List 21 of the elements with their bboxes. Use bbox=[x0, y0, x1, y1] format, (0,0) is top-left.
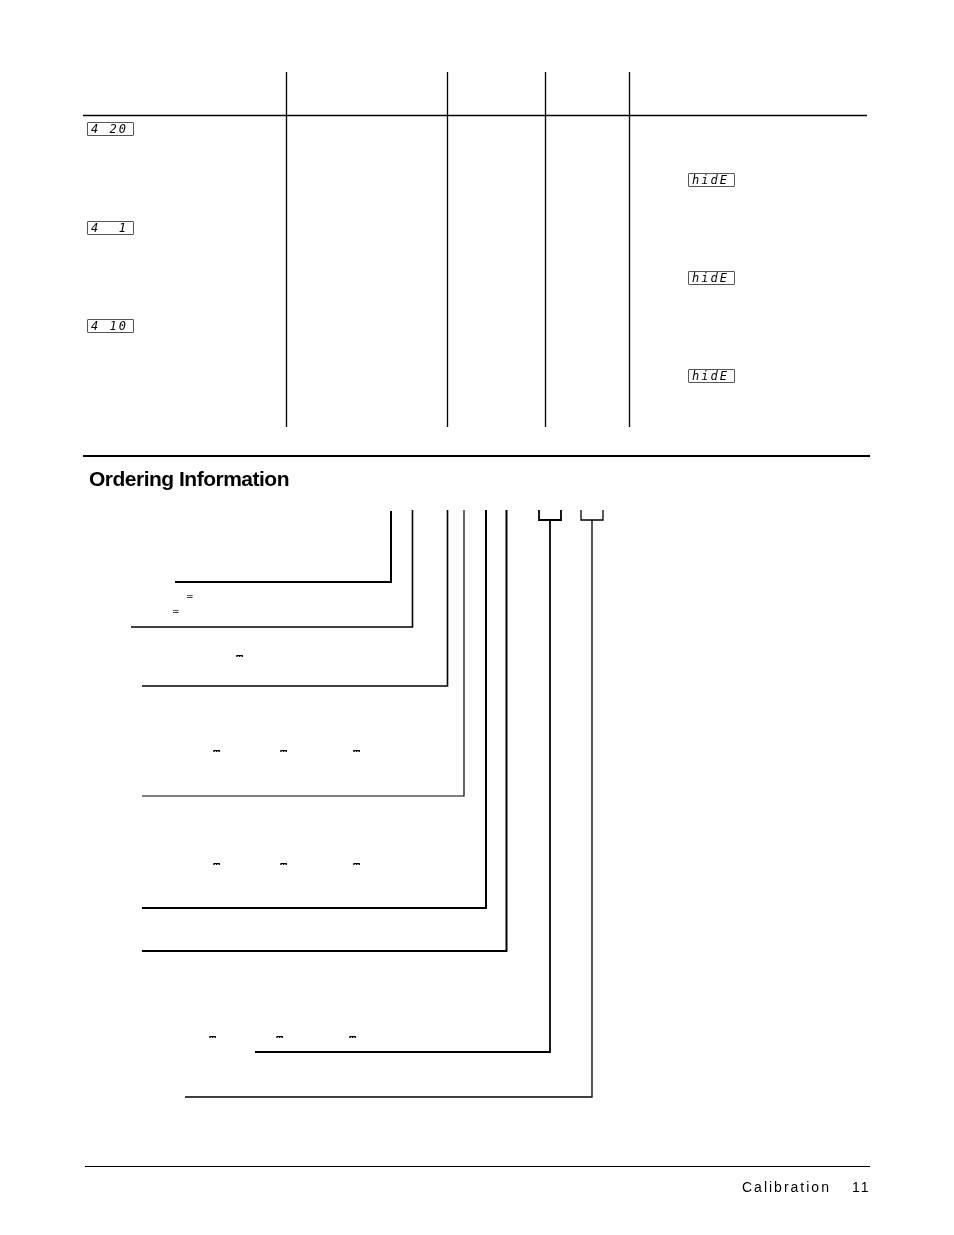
segment-display-readout: 4 20 bbox=[87, 122, 134, 136]
section-title: Ordering Information bbox=[89, 466, 289, 492]
segment-display-readout: 4 10 bbox=[87, 319, 134, 333]
ac-symbol: ≃ bbox=[186, 592, 194, 601]
segment-display-readout: hidE bbox=[688, 271, 735, 285]
segment-display-readout: hidE bbox=[688, 173, 735, 187]
dc-symbol: ⎓ bbox=[280, 860, 287, 869]
page-number: 11 bbox=[852, 1178, 871, 1196]
dc-symbol: ⎓ bbox=[349, 1033, 356, 1042]
dc-symbol: ⎓ bbox=[353, 747, 360, 756]
chapter-name: Calibration bbox=[742, 1178, 831, 1196]
ac-symbol: ≃ bbox=[172, 607, 180, 616]
segment-display-readout: 4 1 bbox=[87, 221, 134, 235]
dc-symbol: ⎓ bbox=[276, 1033, 283, 1042]
dc-symbol: ⎓ bbox=[236, 652, 243, 661]
dc-symbol: ⎓ bbox=[213, 747, 220, 756]
dc-symbol: ⎓ bbox=[213, 860, 220, 869]
dc-symbol: ⎓ bbox=[280, 747, 287, 756]
dc-symbol: ⎓ bbox=[209, 1033, 216, 1042]
dc-symbol: ⎓ bbox=[353, 860, 360, 869]
segment-display-readout: hidE bbox=[688, 369, 735, 383]
